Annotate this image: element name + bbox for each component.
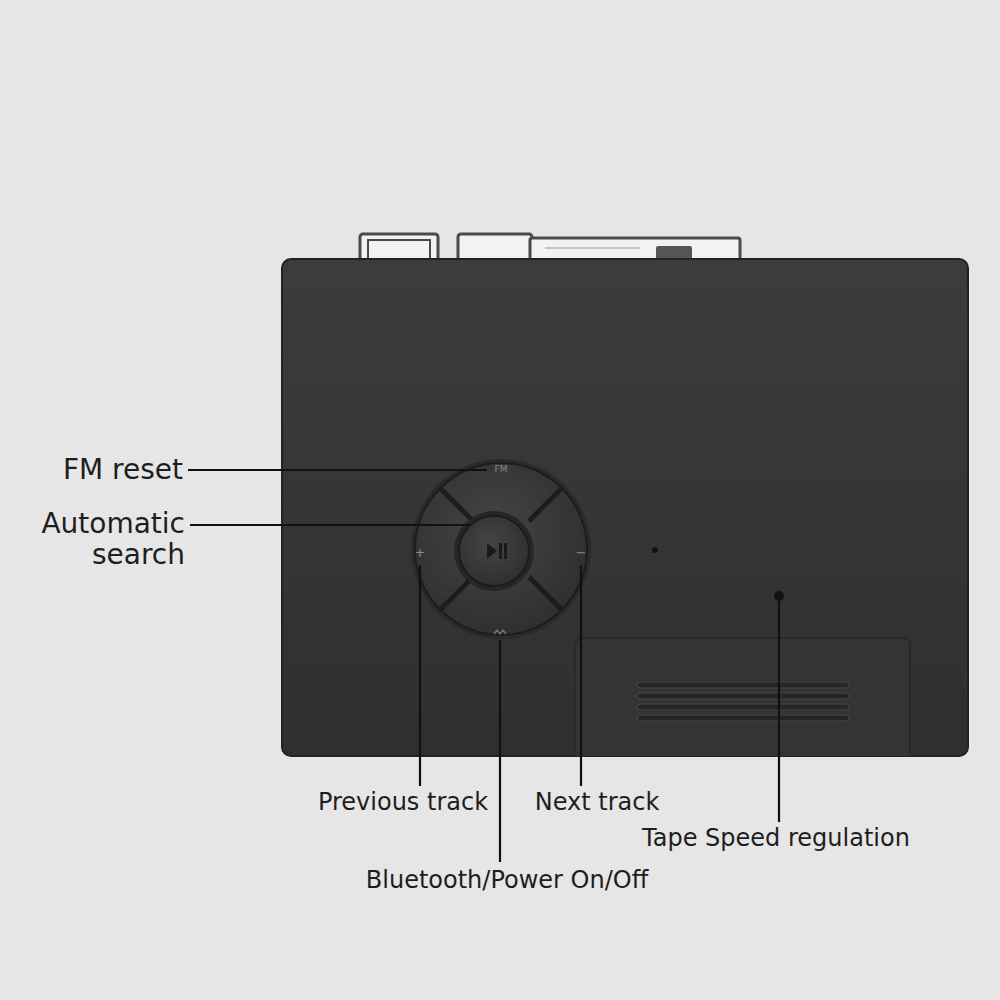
leader-dot (774, 591, 784, 601)
button-marking: + (415, 546, 426, 560)
battery-cover (575, 638, 910, 756)
callout-label: Previous track (318, 789, 488, 815)
mic-hole (652, 547, 658, 553)
callout-label: Bluetooth/Power On/Off (366, 867, 648, 893)
callout-label: Tape Speed regulation (642, 825, 910, 851)
callout-label: Next track (535, 789, 660, 815)
callout-label: FM reset (63, 455, 183, 486)
button-marking: FM (495, 465, 508, 475)
callout-label: Automatic search (10, 509, 185, 571)
control-pad (411, 459, 591, 639)
leader-lines (188, 470, 779, 862)
player-body (282, 259, 968, 756)
button-marking: − (576, 546, 587, 560)
